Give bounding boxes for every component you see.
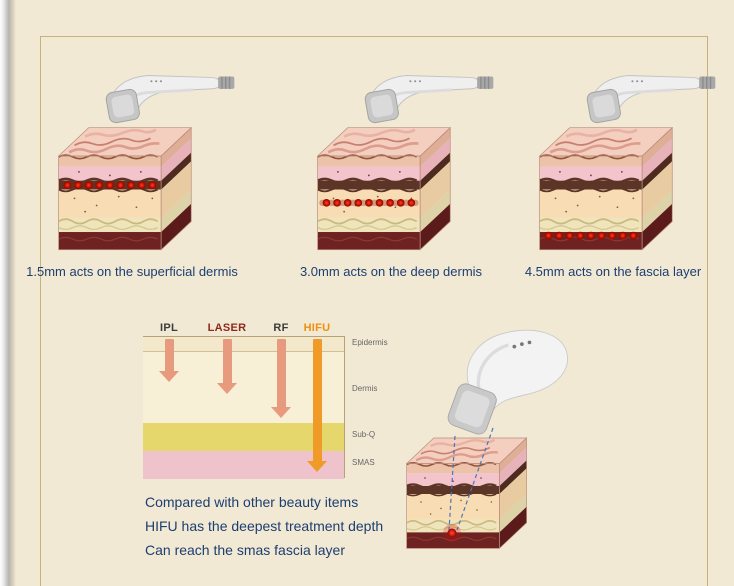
hifu-handpiece-svg: [364, 75, 494, 124]
hifu-handpiece-svg: [586, 75, 716, 124]
depth-arrow-laser: [223, 339, 232, 385]
skin-cross-section-3-0mm: [307, 110, 475, 259]
epidermis-boundary-line: [143, 351, 344, 352]
depth-arrow-ipl: [165, 339, 174, 373]
summary-line-1: Compared with other beauty items: [145, 494, 359, 510]
layer-band-epidermis: [143, 337, 344, 351]
treatment-label-rf: RF: [273, 322, 289, 334]
treatment-label-hifu: HIFU: [303, 322, 331, 334]
depth-arrow-head-ipl: [159, 371, 179, 382]
indicator-dot: [520, 342, 524, 346]
depth-arrow-head-hifu: [307, 461, 327, 472]
hifu-focal-dots: [541, 231, 641, 240]
layer-label-epidermis: Epidermis: [352, 338, 388, 347]
hifu-handpiece-illustration: [560, 66, 722, 127]
depth-caption-1: 1.5mm acts on the superficial dermis: [26, 264, 238, 279]
focal-point-dot: [447, 528, 457, 538]
depth-caption-3: 4.5mm acts on the fascia layer: [524, 264, 702, 279]
layer-label-smas: SMAS: [352, 458, 375, 467]
depth-arrow-head-laser: [217, 383, 237, 394]
treatment-label-laser: LASER: [207, 322, 247, 334]
indicator-dot: [527, 340, 532, 345]
hifu-focal-dots: [60, 181, 160, 189]
decorative-frame: [40, 36, 708, 586]
transducer-head: [586, 88, 621, 124]
treatment-label-ipl: IPL: [159, 322, 178, 334]
skin-cube-svg: [316, 126, 452, 251]
hifu-device-large-svg: [447, 329, 568, 435]
ultrasound-beam-lines: [443, 427, 494, 542]
skin-cross-section-4-5mm: [529, 110, 697, 259]
chart-treatment-labels: IPL LASER RF HIFU: [143, 322, 345, 338]
depth-section-2: 3.0mm acts on the deep dermis: [272, 52, 510, 284]
transducer-head: [364, 88, 399, 124]
depth-caption-2: 3.0mm acts on the deep dermis: [299, 264, 483, 279]
chart-band-area: [143, 336, 345, 479]
skin-cube-svg: [57, 126, 193, 251]
depth-section-1: 1.5mm acts on the superficial dermis: [13, 52, 251, 284]
hifu-focal-dots: [319, 199, 419, 207]
transducer-head: [105, 88, 140, 124]
layer-band-sub-q: [143, 423, 344, 451]
layer-label-dermis: Dermis: [352, 384, 378, 393]
layer-label-sub-q: Sub-Q: [352, 430, 376, 439]
hifu-handpiece-svg: [105, 75, 235, 124]
depth-arrow-rf: [277, 339, 286, 409]
summary-line-3: Can reach the smas fascia layer: [145, 542, 345, 558]
focus-illustration: [395, 318, 600, 580]
summary-text: Compared with other beauty items HIFU ha…: [145, 490, 475, 562]
transducer-head: [447, 383, 497, 435]
depth-arrow-head-rf: [271, 407, 291, 418]
depth-section-3: 4.5mm acts on the fascia layer: [494, 52, 732, 284]
hifu-handpiece-illustration: [338, 66, 500, 127]
skin-cube-svg: [538, 126, 674, 251]
page-edge-shadow: [0, 0, 16, 586]
hifu-handpiece-illustration: [79, 66, 241, 127]
depth-arrow-hifu: [313, 339, 322, 463]
layer-band-dermis: [143, 351, 344, 423]
indicator-dot: [512, 344, 517, 349]
skin-cross-section-1-5mm: [48, 110, 216, 259]
summary-line-2: HIFU has the deepest treatment depth: [145, 518, 384, 534]
